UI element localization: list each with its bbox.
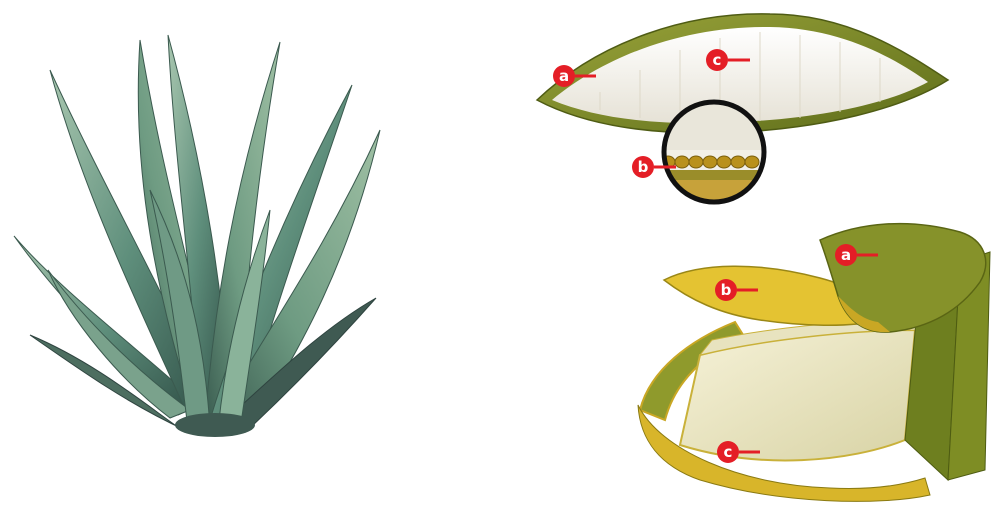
- svg-text:b: b: [721, 281, 732, 299]
- leaf-fillet-3d: [638, 224, 990, 502]
- magnified-detail: [661, 100, 764, 204]
- svg-text:b: b: [638, 158, 649, 176]
- svg-text:c: c: [724, 443, 733, 461]
- aloe-plant: [14, 35, 380, 437]
- svg-text:a: a: [559, 67, 569, 85]
- svg-text:a: a: [841, 246, 851, 264]
- aloe-base: [175, 413, 255, 437]
- svg-text:c: c: [713, 51, 722, 69]
